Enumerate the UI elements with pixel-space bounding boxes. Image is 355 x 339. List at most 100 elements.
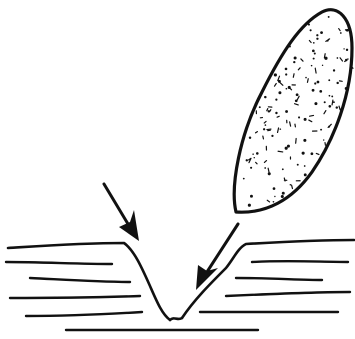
grain-speckle: [254, 157, 255, 158]
layer-right-1: [252, 261, 348, 262]
grain-speckle: [317, 81, 320, 84]
grain-speckle: [324, 57, 327, 60]
grain-speckle: [268, 168, 269, 172]
grain-speckle: [303, 139, 306, 142]
grain-speckle: [273, 187, 276, 190]
grain-speckle: [336, 106, 338, 108]
grain-speckle: [304, 173, 307, 176]
grain-speckle: [297, 96, 299, 100]
grain-speckle: [264, 96, 266, 98]
grain-speckle: [293, 74, 294, 77]
grain-speckle: [282, 192, 285, 195]
grain-speckle: [270, 110, 271, 112]
grain-speckle: [339, 29, 340, 31]
grain-speckle: [312, 89, 315, 92]
grain-speckle: [285, 73, 287, 75]
grain-speckle: [343, 48, 344, 49]
layer-left-1: [6, 262, 112, 264]
right-arrow-icon: [196, 224, 238, 290]
grain-speckle: [265, 124, 267, 126]
grain-speckle: [324, 111, 326, 114]
layer-right-3: [226, 292, 350, 296]
grain-speckle: [282, 168, 284, 170]
grain-speckle: [301, 59, 303, 61]
grain-speckle: [275, 112, 277, 114]
grain-speckle: [289, 88, 291, 90]
grain-speckle: [250, 195, 253, 198]
grain-speckle: [259, 106, 261, 108]
layered-surface: [6, 240, 354, 330]
grain-speckle: [264, 161, 266, 163]
grain-speckle: [323, 139, 324, 140]
grain-speckle: [313, 58, 315, 60]
grain-speckle: [278, 91, 281, 94]
grain-speckle: [275, 99, 277, 101]
layer-left-3: [10, 296, 140, 298]
grain-speckle: [289, 45, 291, 47]
grain-speckle: [285, 68, 288, 71]
grain-speckle: [316, 38, 318, 40]
grain-speckle: [280, 128, 282, 130]
grain-speckle: [320, 31, 323, 34]
grain-speckle: [295, 99, 298, 102]
grain-speckle: [311, 65, 313, 67]
grain-speckle: [271, 135, 273, 137]
grain-speckle: [267, 109, 268, 111]
grain-speckle: [278, 151, 283, 152]
grain-speckle: [308, 24, 310, 26]
grain-speckle: [313, 42, 315, 44]
grain-speckle: [346, 49, 348, 51]
grain-speckle: [296, 93, 299, 96]
grain-speckle: [324, 101, 326, 103]
grain-speckle: [346, 29, 349, 32]
grain-speckle: [277, 116, 279, 117]
grain-speckle: [274, 83, 276, 86]
grain-speckle: [309, 120, 312, 122]
grain-speckle: [328, 79, 330, 81]
grain-speckle: [329, 105, 332, 108]
grain-speckle: [333, 69, 335, 71]
grain-speckle: [322, 65, 323, 66]
grain-speckle: [337, 57, 339, 59]
grain-speckle: [256, 132, 258, 133]
grain-speckle: [252, 153, 254, 155]
grain-speckle: [320, 129, 322, 131]
layer-left-4: [26, 312, 142, 316]
grain-speckle: [274, 73, 277, 76]
grain-speckle: [316, 153, 319, 154]
grain-speckle: [304, 118, 307, 121]
grain-speckle: [295, 104, 299, 105]
grain-speckle: [285, 147, 288, 150]
grain-speckle: [302, 152, 305, 155]
grain-speckle: [339, 106, 340, 110]
grain-speckle: [285, 110, 288, 113]
grain-speckle: [310, 29, 312, 31]
grain-speckle: [319, 90, 322, 93]
grain-speckle: [307, 79, 308, 83]
grain-speckle: [267, 200, 269, 202]
grain-speckle: [310, 115, 314, 116]
grain-speckle: [315, 68, 316, 73]
grain-speckle: [286, 88, 288, 90]
grain-speckle: [294, 56, 297, 59]
grain-speckle: [297, 164, 299, 166]
grain-speckle: [298, 116, 300, 118]
grain-speckle: [278, 128, 279, 132]
grain-speckle: [290, 122, 291, 126]
grain-speckle: [293, 61, 295, 63]
grain-speckle: [256, 152, 259, 155]
grain-speckle: [292, 185, 293, 188]
grain-speckle: [314, 53, 316, 55]
grain-speckle: [287, 145, 290, 148]
left-arrow-icon: [104, 184, 139, 241]
grain-speckle: [278, 80, 281, 83]
grain-speckle: [305, 77, 307, 79]
grain-speckle: [332, 100, 333, 105]
grain-speckle: [273, 201, 275, 203]
grain-speckle: [264, 167, 266, 169]
grain-speckle: [347, 58, 349, 60]
grain-speckle: [340, 58, 342, 61]
grain-particle: [234, 10, 353, 212]
